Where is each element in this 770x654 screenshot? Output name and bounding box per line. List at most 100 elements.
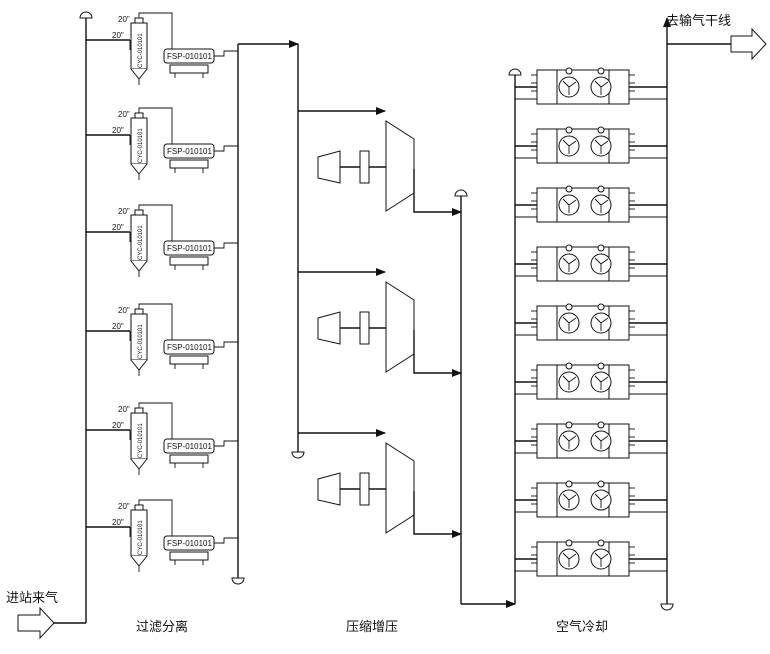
cooler-header-box — [536, 364, 558, 400]
gearbox-icon — [359, 311, 370, 345]
cyclone-tag: CYC-010101 — [138, 33, 144, 68]
cooler-header-box — [536, 423, 558, 459]
filter-tag: FSP-010101 — [167, 343, 212, 352]
filter-sump — [169, 256, 209, 266]
fan-motor-icon — [565, 244, 573, 252]
pipe-size-label: 20" — [118, 405, 130, 414]
filter-tag: FSP-010101 — [167, 147, 212, 156]
air-cooler — [515, 67, 667, 105]
inlet-arrow-icon — [17, 606, 55, 640]
fan-blade-icon — [594, 493, 609, 508]
inlet-header-end-cap-icon — [79, 11, 93, 19]
fan-blade-icon — [562, 434, 577, 449]
cyclone-tag: CYC-010101 — [138, 128, 144, 163]
cooler-header-box — [536, 305, 558, 341]
air-cooler — [515, 480, 667, 518]
filter-sump — [169, 355, 209, 365]
air-cooler — [515, 539, 667, 577]
outlet-arrow-icon — [730, 27, 767, 61]
filter-tag: FSP-010101 — [167, 539, 212, 548]
cyclone-tag: CYC-010101 — [138, 225, 144, 260]
cooler-inlet-end-cap-icon — [508, 68, 522, 76]
cooler-header-box — [536, 187, 558, 223]
cooler-header-box — [608, 305, 630, 341]
filter-outlet-line — [214, 440, 238, 447]
compressor-unit — [298, 107, 462, 216]
fan-blade-icon — [562, 316, 577, 331]
fan-blade-icon — [562, 493, 577, 508]
filter-tag: FSP-010101 — [167, 244, 212, 253]
pipe-size-label: 20" — [118, 207, 130, 216]
compressor-icon — [385, 442, 415, 534]
fan-blade-icon — [594, 257, 609, 272]
fan-motor-icon — [597, 244, 605, 252]
fan-blade-icon — [594, 198, 609, 213]
fan-blade-icon — [562, 198, 577, 213]
cyclone-cone — [130, 260, 148, 272]
filter-outlet-line — [214, 341, 238, 348]
fan-motor-icon — [565, 421, 573, 429]
pipe-size-label: 20" — [118, 15, 130, 24]
outlet-label: 去输气干线 — [666, 13, 731, 29]
cooler-header-box — [608, 128, 630, 164]
compressor-discharge-line — [413, 491, 462, 538]
gearbox-icon — [359, 150, 370, 184]
cyclone-to-filter-line — [138, 204, 173, 241]
cyclone-to-filter-line — [138, 12, 173, 49]
inlet-label: 进站来气 — [6, 590, 58, 606]
filter-sump — [169, 159, 209, 169]
fan-motor-icon — [597, 421, 605, 429]
compressor-discharge-line — [413, 169, 462, 216]
cooler-header-box — [608, 482, 630, 518]
driver-icon — [317, 150, 341, 184]
stage-label-filter: 过滤分离 — [136, 619, 188, 635]
filter-sump — [169, 64, 209, 74]
compressor-discharge-line — [413, 330, 462, 377]
pipe-size-label: 20" — [112, 31, 124, 40]
compressor-outlet-end-cap-icon — [454, 189, 468, 197]
fan-blade-icon — [594, 316, 609, 331]
compressor-unit — [298, 429, 462, 538]
fan-motor-icon — [597, 303, 605, 311]
fan-blade-icon — [562, 552, 577, 567]
cooler-header-box — [536, 128, 558, 164]
cooler-header-box — [608, 69, 630, 105]
cooler-header-box — [536, 482, 558, 518]
cyclone-tag: CYC-010101 — [138, 423, 144, 458]
cyclone-top-nozzle — [134, 504, 144, 511]
stage-label-cool: 空气冷却 — [556, 619, 608, 635]
cyclone-cone — [130, 163, 148, 175]
cooler-header-box — [608, 187, 630, 223]
gearbox-icon — [359, 472, 370, 506]
fan-motor-icon — [597, 185, 605, 193]
air-cooler — [515, 126, 667, 164]
pipe-size-label: 20" — [118, 306, 130, 315]
cyclone-to-filter-line — [138, 303, 173, 340]
fan-motor-icon — [597, 480, 605, 488]
filter-header-end-cap-icon — [231, 577, 245, 585]
compressor-header-end-cap-icon — [291, 451, 305, 459]
cyclone-cone — [130, 458, 148, 470]
fan-motor-icon — [565, 67, 573, 75]
filter-tag: FSP-010101 — [167, 442, 212, 451]
pipe-size-label: 20" — [112, 421, 124, 430]
fan-blade-icon — [594, 375, 609, 390]
cooler-header-box — [536, 69, 558, 105]
cooler-header-box — [608, 364, 630, 400]
filter-outlet-line — [214, 537, 238, 544]
fan-motor-icon — [597, 539, 605, 547]
filter-sump — [169, 454, 209, 464]
cyclone-cone — [130, 555, 148, 567]
cooler-header-box — [536, 246, 558, 282]
cyclone-top-nozzle — [134, 407, 144, 414]
fan-blade-icon — [594, 139, 609, 154]
filter-outlet-line — [214, 242, 238, 249]
air-cooler — [515, 185, 667, 223]
fan-motor-icon — [565, 539, 573, 547]
cooler-header-box — [536, 541, 558, 577]
fan-blade-icon — [594, 552, 609, 567]
